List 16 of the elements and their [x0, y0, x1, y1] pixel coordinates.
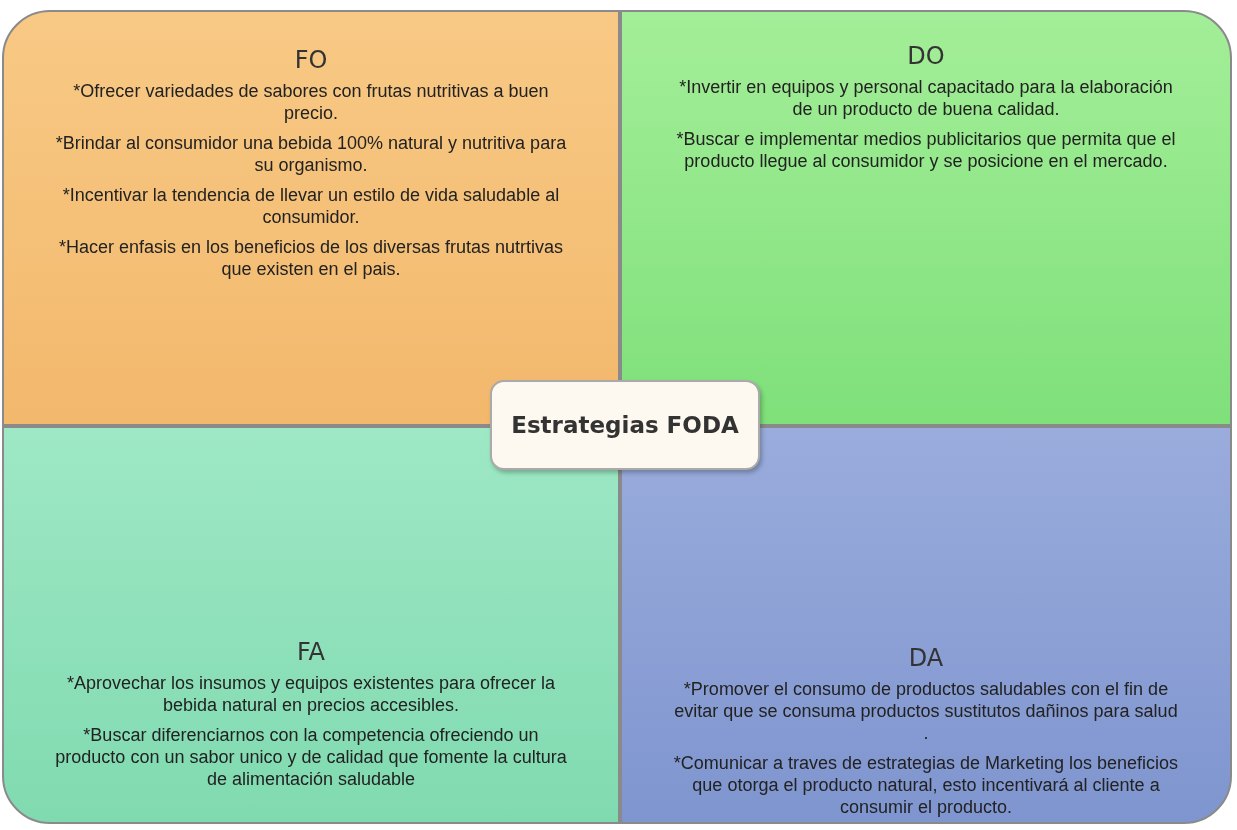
strategy-text: *Ofrecer variedades de sabores con frutas nutritivas a buen precio. [72, 80, 550, 124]
quadrant-heading: FO [294, 46, 328, 74]
strategy-text: *Buscar e implementar medios publicitarios que permita que el producto llegue al consumidor y se posicione en el mercado. [675, 128, 1177, 172]
strategy-text: *Incentivar la tendencia de llevar un estilo de vida saludable al consumidor. [61, 184, 561, 228]
quadrant-heading: DA [908, 644, 944, 672]
strategy-text: *Invertir en equipos y personal capacitado para la elaboración de un producto de buena calidad. [678, 76, 1174, 120]
strategy-text: *Aprovechar los insumos y equipos existentes para ofrecer la bebida natural en precios accesibles. [65, 672, 557, 716]
strategy-text: *Buscar diferenciarnos con la competencia ofreciendo un producto con un sabor unico y de calidad que fomente la cultura de alimentación saludable [54, 724, 568, 790]
center-label: Estrategias FODA [511, 412, 739, 438]
strategy-text: *Promover el consumo de productos saludables con el fin de evitar que se consuma productos sustitutos dañinos para salud . [673, 678, 1179, 744]
center-label-box [490, 380, 760, 470]
quadrant-heading: FA [297, 638, 325, 666]
strategy-text: *Comunicar a traves de estrategias de Marketing los beneficios que otorga el producto natural, esto incentivará al cliente a consumir el producto. [672, 752, 1180, 818]
strategy-text: *Brindar al consumidor una bebida 100% natural y nutritiva para su organismo. [54, 132, 568, 176]
quadrant-heading: DO [907, 42, 945, 70]
strategy-text: *Hacer enfasis en los beneficios de los diversas frutas nutrtivas que existen en el pais. [57, 236, 565, 280]
